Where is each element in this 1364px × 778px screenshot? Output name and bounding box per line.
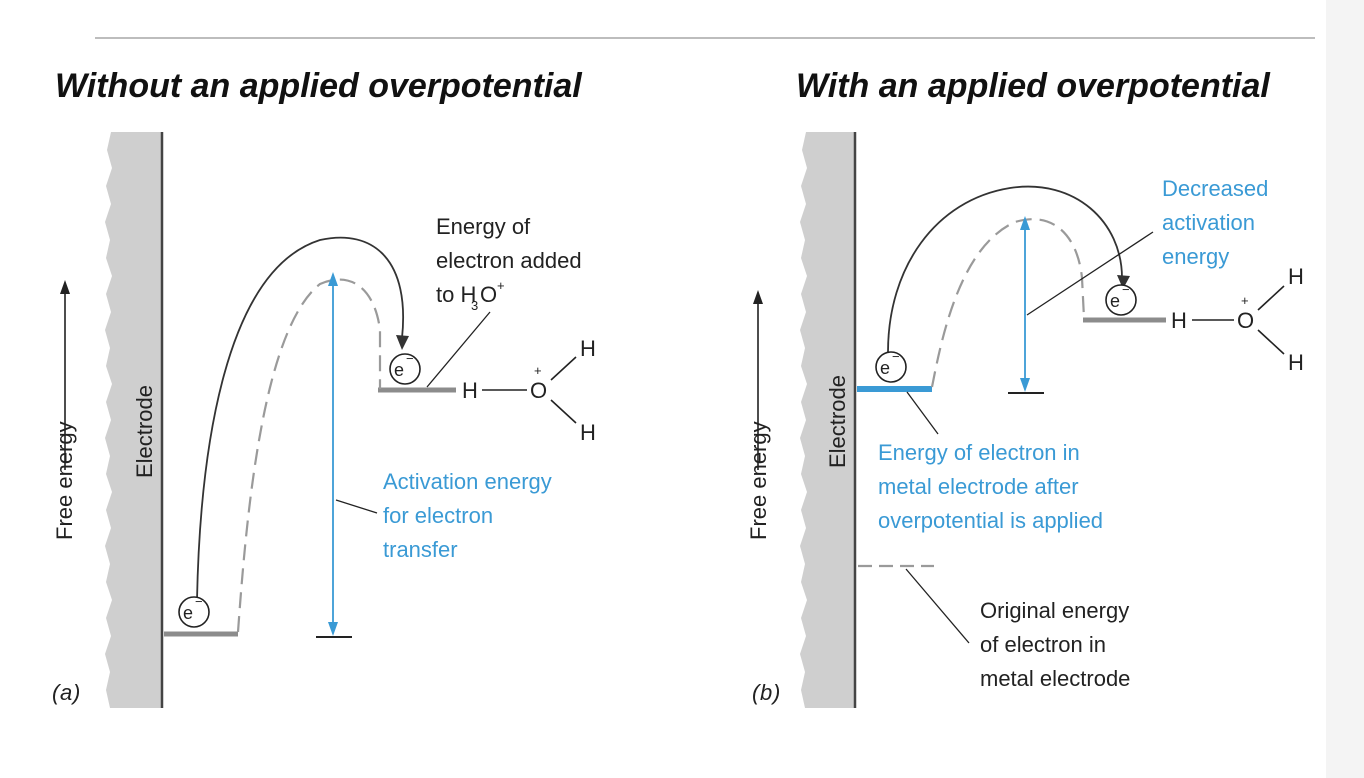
- panel-b-free-energy-label: Free energy: [746, 421, 771, 540]
- panel-b-electrode: [800, 132, 855, 708]
- panel-b-electron-right: e −: [1105, 282, 1137, 316]
- hydronium-o: O: [530, 378, 547, 403]
- panel-a-free-energy-label: Free energy: [52, 421, 77, 540]
- panel-b-letter-close: ): [770, 680, 780, 705]
- panel-b-applied-label-3: overpotential is applied: [878, 508, 1103, 533]
- electron-charge: −: [1122, 282, 1130, 297]
- panel-b-original-leader: [905, 568, 970, 644]
- panel-a-energy-added-species: O: [480, 282, 497, 307]
- activation-arrow-head-bottom: [328, 622, 338, 636]
- panel-a-activation-leader: [335, 499, 378, 514]
- panel-b-decreased-label-1: Decreased: [1162, 176, 1268, 201]
- panel-a-electrode: [105, 132, 162, 708]
- panel-b-applied-label-1: Energy of electron in: [878, 440, 1080, 465]
- electron-charge: −: [892, 349, 900, 364]
- panel-a-energy-added-charge: +: [497, 278, 505, 293]
- panel-a-hydronium: H O + H H: [462, 336, 596, 445]
- panel-b-hydronium: H O + H H: [1171, 264, 1304, 375]
- panel-a-activation-label-1: Activation energy: [383, 469, 552, 494]
- hydronium-h-bottom: H: [580, 420, 596, 445]
- panel-b-applied-leader: [906, 391, 939, 435]
- panel-b-original-label-1: Original energy: [980, 598, 1129, 623]
- panel-b-original-label-3: metal electrode: [980, 666, 1130, 691]
- activation-arrow-head-bottom: [1020, 378, 1030, 392]
- hydronium-o: O: [1237, 308, 1254, 333]
- hydronium-bond-top: [550, 356, 577, 381]
- hydronium-h-top: H: [1288, 264, 1304, 289]
- hydronium-bond-bottom: [550, 399, 577, 424]
- hydronium-bond-bottom: [1257, 329, 1285, 355]
- panel-a-activation-label-3: transfer: [383, 537, 458, 562]
- panel-b-letter-open: (: [752, 680, 762, 705]
- hydronium-plus: +: [534, 363, 542, 378]
- panel-a-electron-bottom: e −: [178, 594, 210, 628]
- electron-circle: [875, 351, 907, 383]
- panel-b-electrode-label: Electrode: [825, 375, 850, 468]
- panel-b-energy-barrier: [930, 218, 1086, 388]
- hydronium-bond-top: [1257, 285, 1285, 311]
- electron-charge: −: [406, 351, 414, 366]
- electron-symbol: e: [183, 603, 193, 623]
- electron-symbol: e: [1110, 291, 1120, 311]
- panel-b-applied-label-2: metal electrode after: [878, 474, 1079, 499]
- panel-a-electron-path: [196, 236, 404, 601]
- panel-b-electron-path: [887, 185, 1123, 353]
- hydronium-h-bottom: H: [1288, 350, 1304, 375]
- panel-a-axis-arrowhead: [60, 280, 70, 294]
- right-edge-strip: [1326, 0, 1364, 778]
- panel-b-electron-left: e −: [875, 349, 907, 383]
- panel-a-free-energy-axis: Free energy: [52, 280, 77, 540]
- panel-a-energy-added-line-2: electron added: [436, 248, 582, 273]
- electron-symbol: e: [394, 360, 404, 380]
- panel-b-letter: b: [760, 680, 772, 705]
- panel-b-axis-arrowhead: [753, 290, 763, 304]
- panel-a-title: Without an applied overpotential: [55, 67, 583, 105]
- panel-a-energy-added-subscript: 3: [471, 298, 478, 313]
- activation-arrow-head-top: [328, 272, 338, 286]
- panel-a-electron-top: e −: [389, 351, 421, 385]
- panel-a-activation-arrow: [316, 272, 352, 638]
- panel-b-activation-arrow: [1008, 216, 1044, 394]
- panel-b-electron-path-arrowhead: [1117, 275, 1130, 289]
- panel-b-decreased-label-2: activation: [1162, 210, 1255, 235]
- panel-a-letter-close: ): [70, 680, 80, 705]
- panel-a-letter: a: [60, 680, 72, 705]
- electron-circle: [178, 596, 210, 628]
- panel-b-decreased-leader: [1026, 231, 1154, 316]
- hydronium-plus: +: [1241, 293, 1249, 308]
- activation-arrow-head-top: [1020, 216, 1030, 230]
- panel-a: Without an applied overpotential Free en…: [52, 67, 596, 708]
- panel-a-activation-label-2: for electron: [383, 503, 493, 528]
- electron-circle: [389, 353, 421, 385]
- panel-b-free-energy-axis: Free energy: [746, 290, 771, 540]
- panel-a-energy-added-line-1: Energy of: [436, 214, 531, 239]
- electron-symbol: e: [880, 358, 890, 378]
- panel-b-title: With an applied overpotential: [796, 67, 1271, 105]
- panel-a-electrode-label: Electrode: [132, 385, 157, 478]
- hydronium-h-left: H: [1171, 308, 1187, 333]
- panel-b: With an applied overpotential Free energ…: [746, 67, 1304, 708]
- electron-charge: −: [195, 594, 203, 609]
- hydronium-h-left: H: [462, 378, 478, 403]
- panel-a-energy-added-leader: [426, 311, 491, 388]
- electron-circle: [1105, 284, 1137, 316]
- panel-b-decreased-label-3: energy: [1162, 244, 1229, 269]
- panel-a-letter-open: (: [52, 680, 62, 705]
- panel-a-electron-path-arrowhead: [396, 335, 409, 350]
- panel-b-original-label-2: of electron in: [980, 632, 1106, 657]
- panel-a-energy-barrier: [236, 278, 382, 633]
- panel-a-energy-added-line-3: to H: [436, 282, 476, 307]
- hydronium-h-top: H: [580, 336, 596, 361]
